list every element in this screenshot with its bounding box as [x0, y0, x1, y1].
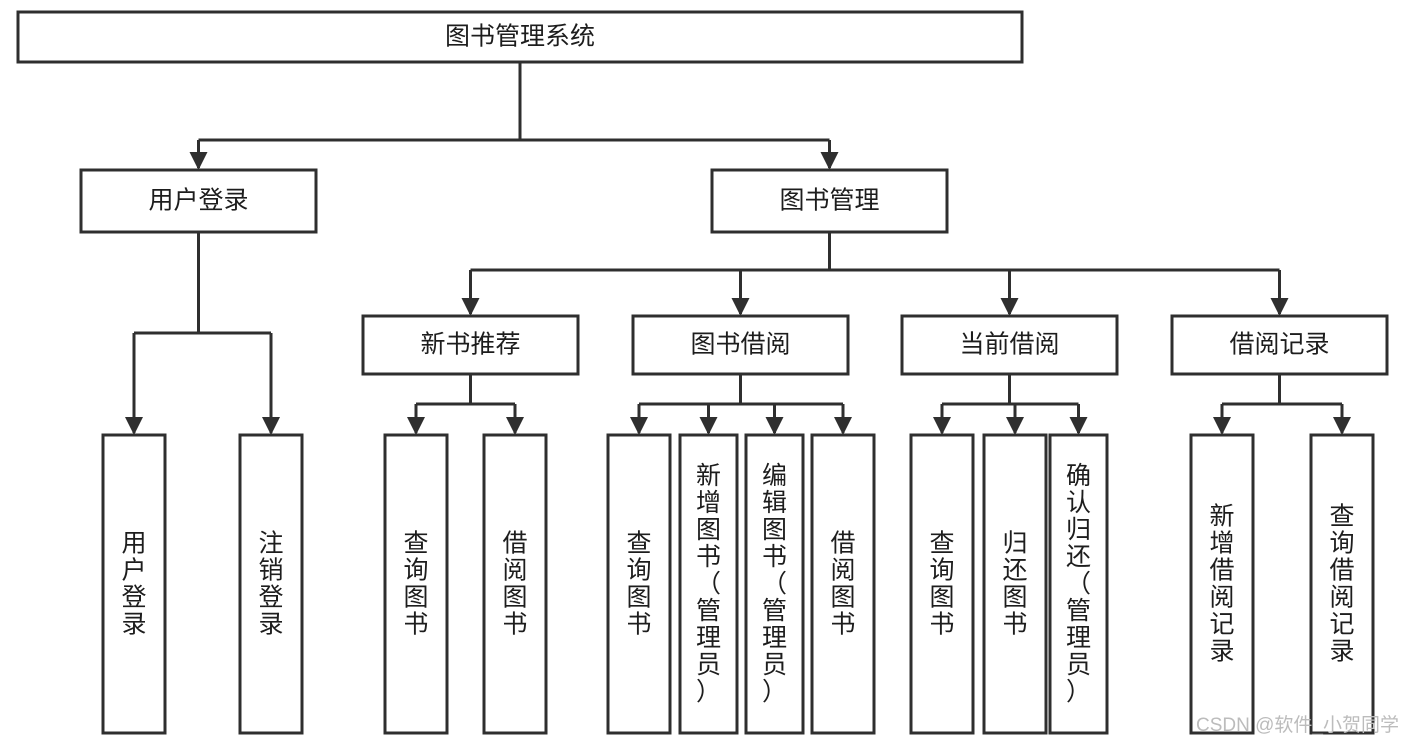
arrow-head-icon	[189, 152, 208, 170]
node-label: 注销登录	[258, 530, 283, 639]
node-label: 用户登录	[121, 530, 146, 639]
arrow-head-icon	[461, 298, 480, 316]
node-label: 借阅记录	[1229, 331, 1329, 359]
node-label: 确认归还（管理员）	[1066, 462, 1091, 706]
node-label: 查询图书	[403, 530, 428, 639]
node-level4-4[interactable]: 查询图书	[606, 433, 672, 735]
node-level3-2[interactable]: 当前借阅	[900, 314, 1119, 376]
node-level4-7[interactable]: 借阅图书	[810, 433, 876, 735]
node-box[interactable]	[1170, 314, 1389, 376]
node-level4-11[interactable]: 新增借阅记录	[1189, 433, 1255, 735]
csdn-watermark: CSDN @软件_小贺同学	[1196, 714, 1399, 736]
arrow-head-icon	[630, 417, 648, 435]
node-box[interactable]	[1048, 433, 1109, 735]
node-box[interactable]	[710, 168, 949, 234]
node-label: 图书管理	[779, 187, 879, 215]
arrow-head-icon	[407, 417, 425, 435]
node-level4-9[interactable]: 归还图书	[982, 433, 1048, 735]
node-level4-5[interactable]: 新增图书（管理员）	[678, 433, 739, 735]
node-level4-2[interactable]: 查询图书	[383, 433, 449, 735]
node-label: 图书管理系统	[445, 23, 595, 51]
arrow-head-icon	[699, 417, 718, 435]
node-label: 新书推荐	[420, 331, 520, 359]
node-level4-8[interactable]: 查询图书	[909, 433, 975, 735]
node-label: 查询图书	[929, 530, 954, 639]
node-level4-0[interactable]: 用户登录	[101, 433, 167, 735]
node-box[interactable]	[79, 168, 318, 234]
node-box[interactable]	[606, 433, 672, 735]
node-label: 借阅图书	[830, 530, 855, 639]
node-box[interactable]	[101, 433, 167, 735]
arrow-head-icon	[125, 417, 143, 435]
node-level4-10[interactable]: 确认归还（管理员）	[1048, 433, 1109, 735]
node-box[interactable]	[383, 433, 449, 735]
arrow-head-icon	[933, 417, 951, 435]
arrow-head-icon	[834, 417, 852, 435]
node-box[interactable]	[361, 314, 580, 376]
node-box[interactable]	[16, 10, 1024, 64]
node-label: 新增借阅记录	[1209, 503, 1234, 666]
node-level4-3[interactable]: 借阅图书	[482, 433, 548, 735]
node-box[interactable]	[900, 314, 1119, 376]
node-label: 图书借阅	[690, 331, 790, 359]
node-box[interactable]	[238, 433, 304, 735]
node-label: 查询图书	[626, 530, 651, 639]
arrow-head-icon	[1270, 298, 1289, 316]
arrow-head-icon	[1000, 298, 1019, 316]
arrow-head-icon	[506, 417, 524, 435]
node-box[interactable]	[1189, 433, 1255, 735]
node-label: 用户登录	[148, 187, 248, 215]
node-level3-3[interactable]: 借阅记录	[1170, 314, 1389, 376]
node-root-system[interactable]: 图书管理系统	[16, 10, 1024, 64]
arrow-head-icon	[1069, 417, 1088, 435]
node-box[interactable]	[678, 433, 739, 735]
arrow-head-icon	[1333, 417, 1351, 435]
node-box[interactable]	[909, 433, 975, 735]
node-level4-6[interactable]: 编辑图书（管理员）	[744, 433, 805, 735]
node-label: 查询借阅记录	[1329, 503, 1354, 666]
node-label: 当前借阅	[959, 331, 1059, 359]
node-level4-12[interactable]: 查询借阅记录	[1309, 433, 1375, 735]
arrow-head-icon	[1213, 417, 1231, 435]
node-box[interactable]	[482, 433, 548, 735]
node-layer: 图书管理系统用户登录图书管理新书推荐图书借阅当前借阅借阅记录用户登录注销登录查询…	[16, 10, 1389, 735]
node-label: 借阅图书	[502, 530, 527, 639]
node-box[interactable]	[744, 433, 805, 735]
node-box[interactable]	[1309, 433, 1375, 735]
node-box[interactable]	[631, 314, 850, 376]
arrow-head-icon	[262, 417, 280, 435]
node-label: 编辑图书（管理员）	[762, 462, 787, 706]
node-label: 归还图书	[1002, 530, 1027, 639]
node-label: 新增图书（管理员）	[696, 462, 721, 706]
node-level2-1[interactable]: 图书管理	[710, 168, 949, 234]
connector-layer	[125, 62, 1351, 435]
node-level3-0[interactable]: 新书推荐	[361, 314, 580, 376]
node-level4-1[interactable]: 注销登录	[238, 433, 304, 735]
arrow-head-icon	[731, 298, 750, 316]
arrow-head-icon	[765, 417, 784, 435]
arrow-head-icon	[1006, 417, 1024, 435]
node-level2-0[interactable]: 用户登录	[79, 168, 318, 234]
node-box[interactable]	[810, 433, 876, 735]
arrow-head-icon	[820, 152, 839, 170]
node-box[interactable]	[982, 433, 1048, 735]
node-level3-1[interactable]: 图书借阅	[631, 314, 850, 376]
